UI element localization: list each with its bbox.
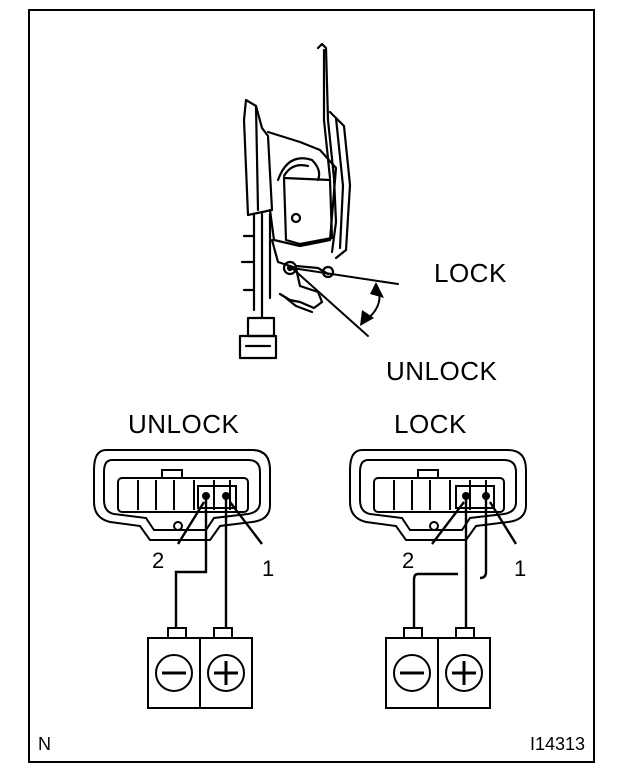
unlock-arrow-label: UNLOCK bbox=[386, 356, 498, 386]
lock-pin-1-label: 1 bbox=[514, 556, 526, 581]
lock-battery-plus-icon bbox=[445, 654, 483, 692]
figure-id: I14313 bbox=[530, 734, 585, 754]
lock-leads bbox=[412, 498, 518, 628]
unlock-battery bbox=[147, 627, 253, 709]
swing-arrowheads bbox=[360, 282, 384, 326]
lock-connector bbox=[349, 449, 527, 541]
unlock-battery-plus-icon bbox=[207, 654, 245, 692]
lock-arrow-label: LOCK bbox=[434, 258, 507, 288]
door-lock-assembly bbox=[238, 42, 352, 360]
lock-pin-2-label: 2 bbox=[402, 548, 414, 573]
figure-frame bbox=[28, 9, 595, 763]
unlock-terminals bbox=[202, 492, 230, 500]
unlock-leads bbox=[174, 498, 263, 628]
lock-swing-indicator bbox=[291, 267, 399, 337]
lock-terminals bbox=[462, 492, 490, 500]
unlock-pin-2-label: 2 bbox=[152, 548, 164, 573]
unlock-panel-title: UNLOCK bbox=[128, 409, 240, 439]
lock-battery bbox=[385, 627, 491, 709]
lock-battery-minus-icon bbox=[393, 654, 431, 692]
unlock-battery-minus-icon bbox=[155, 654, 193, 692]
corner-letter: N bbox=[38, 734, 51, 754]
unlock-connector bbox=[93, 449, 271, 541]
unlock-pin-1-label: 1 bbox=[262, 556, 274, 581]
lock-panel-title: LOCK bbox=[394, 409, 467, 439]
